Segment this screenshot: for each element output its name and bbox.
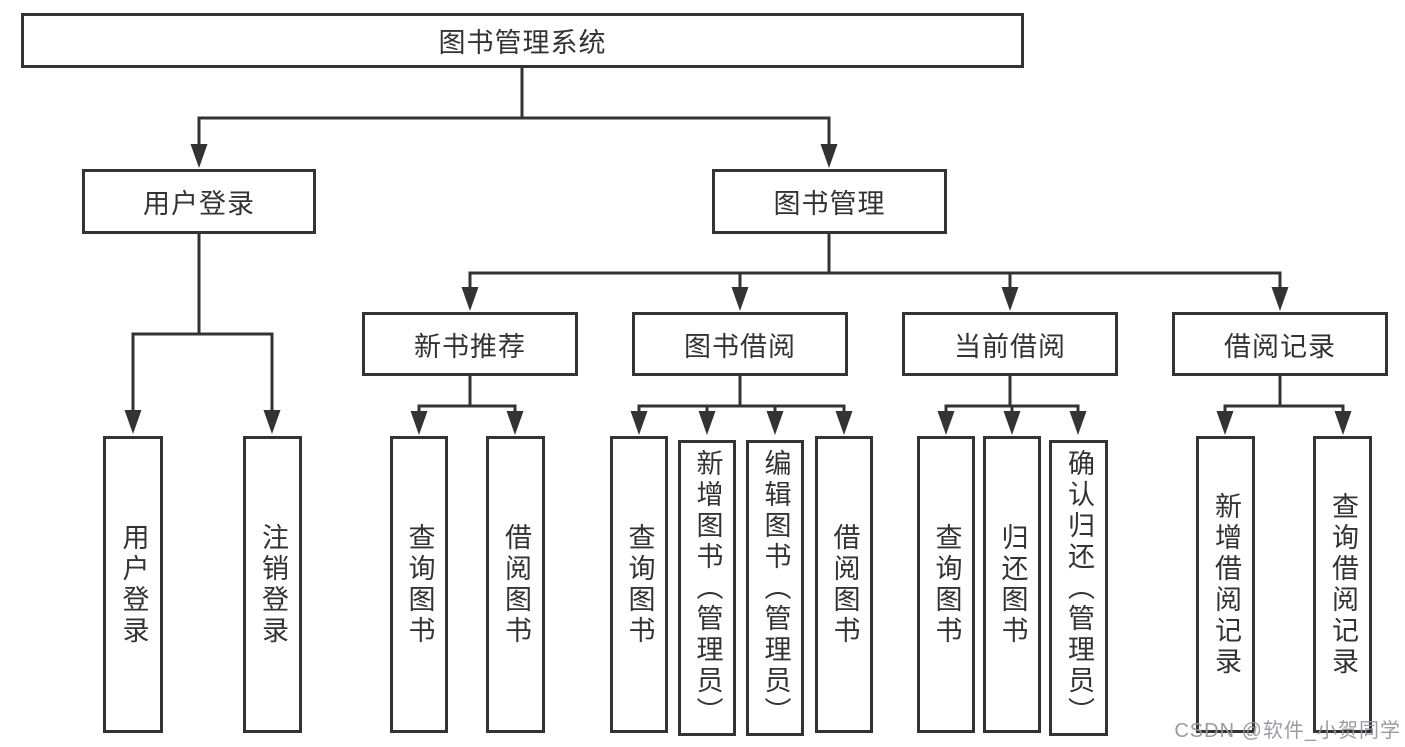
arrowhead-current-borrow bbox=[1001, 287, 1019, 311]
node-logout-leaf: 注销登录 bbox=[243, 436, 302, 733]
arrowhead-user-login bbox=[190, 144, 208, 168]
arrowhead-br-query bbox=[1334, 411, 1352, 435]
arrowhead-new-book-rec bbox=[461, 287, 479, 311]
arrowhead-bb-query bbox=[630, 411, 648, 435]
node-cb-confirm: 确认归还（管理员） bbox=[1049, 440, 1108, 736]
node-cb-return: 归还图书 bbox=[983, 436, 1041, 733]
node-br-query: 查询借阅记录 bbox=[1313, 436, 1372, 733]
node-user-login: 用户登录 bbox=[82, 169, 316, 234]
node-root: 图书管理系统 bbox=[21, 13, 1024, 68]
node-bb-edit: 编辑图书（管理员） bbox=[746, 440, 804, 736]
arrowhead-bb-edit bbox=[766, 411, 784, 435]
node-cb-query: 查询图书 bbox=[917, 436, 975, 733]
arrowhead-book-mgmt bbox=[820, 144, 838, 168]
node-new-book-rec: 新书推荐 bbox=[362, 312, 578, 376]
arrowhead-br-add bbox=[1216, 411, 1234, 435]
node-nb-borrow: 借阅图书 bbox=[486, 436, 545, 733]
node-current-borrow: 当前借阅 bbox=[902, 312, 1118, 376]
node-book-borrow: 图书借阅 bbox=[632, 312, 848, 376]
node-bb-add: 新增图书（管理员） bbox=[678, 440, 736, 736]
arrowhead-user-login-leaf bbox=[124, 410, 142, 434]
csdn-watermark: CSDN @软件_小贺同学 bbox=[1174, 720, 1401, 742]
node-borrow-records: 借阅记录 bbox=[1172, 312, 1388, 376]
node-user-login-leaf: 用户登录 bbox=[103, 436, 163, 733]
arrowhead-nb-borrow bbox=[506, 411, 524, 435]
node-book-mgmt: 图书管理 bbox=[712, 169, 947, 234]
arrowhead-bb-borrow bbox=[835, 411, 853, 435]
node-bb-query: 查询图书 bbox=[610, 436, 668, 733]
arrowhead-cb-confirm bbox=[1069, 411, 1087, 435]
node-nb-query: 查询图书 bbox=[390, 436, 448, 733]
arrowhead-cb-query bbox=[937, 411, 955, 435]
arrowhead-book-borrow bbox=[731, 287, 749, 311]
arrowhead-bb-add bbox=[698, 411, 716, 435]
arrowhead-nb-query bbox=[410, 411, 428, 435]
node-br-add: 新增借阅记录 bbox=[1196, 436, 1255, 733]
arrowhead-logout-leaf bbox=[263, 410, 281, 434]
arrowhead-cb-return bbox=[1003, 411, 1021, 435]
node-bb-borrow: 借阅图书 bbox=[815, 436, 873, 733]
arrowhead-borrow-records bbox=[1271, 287, 1289, 311]
